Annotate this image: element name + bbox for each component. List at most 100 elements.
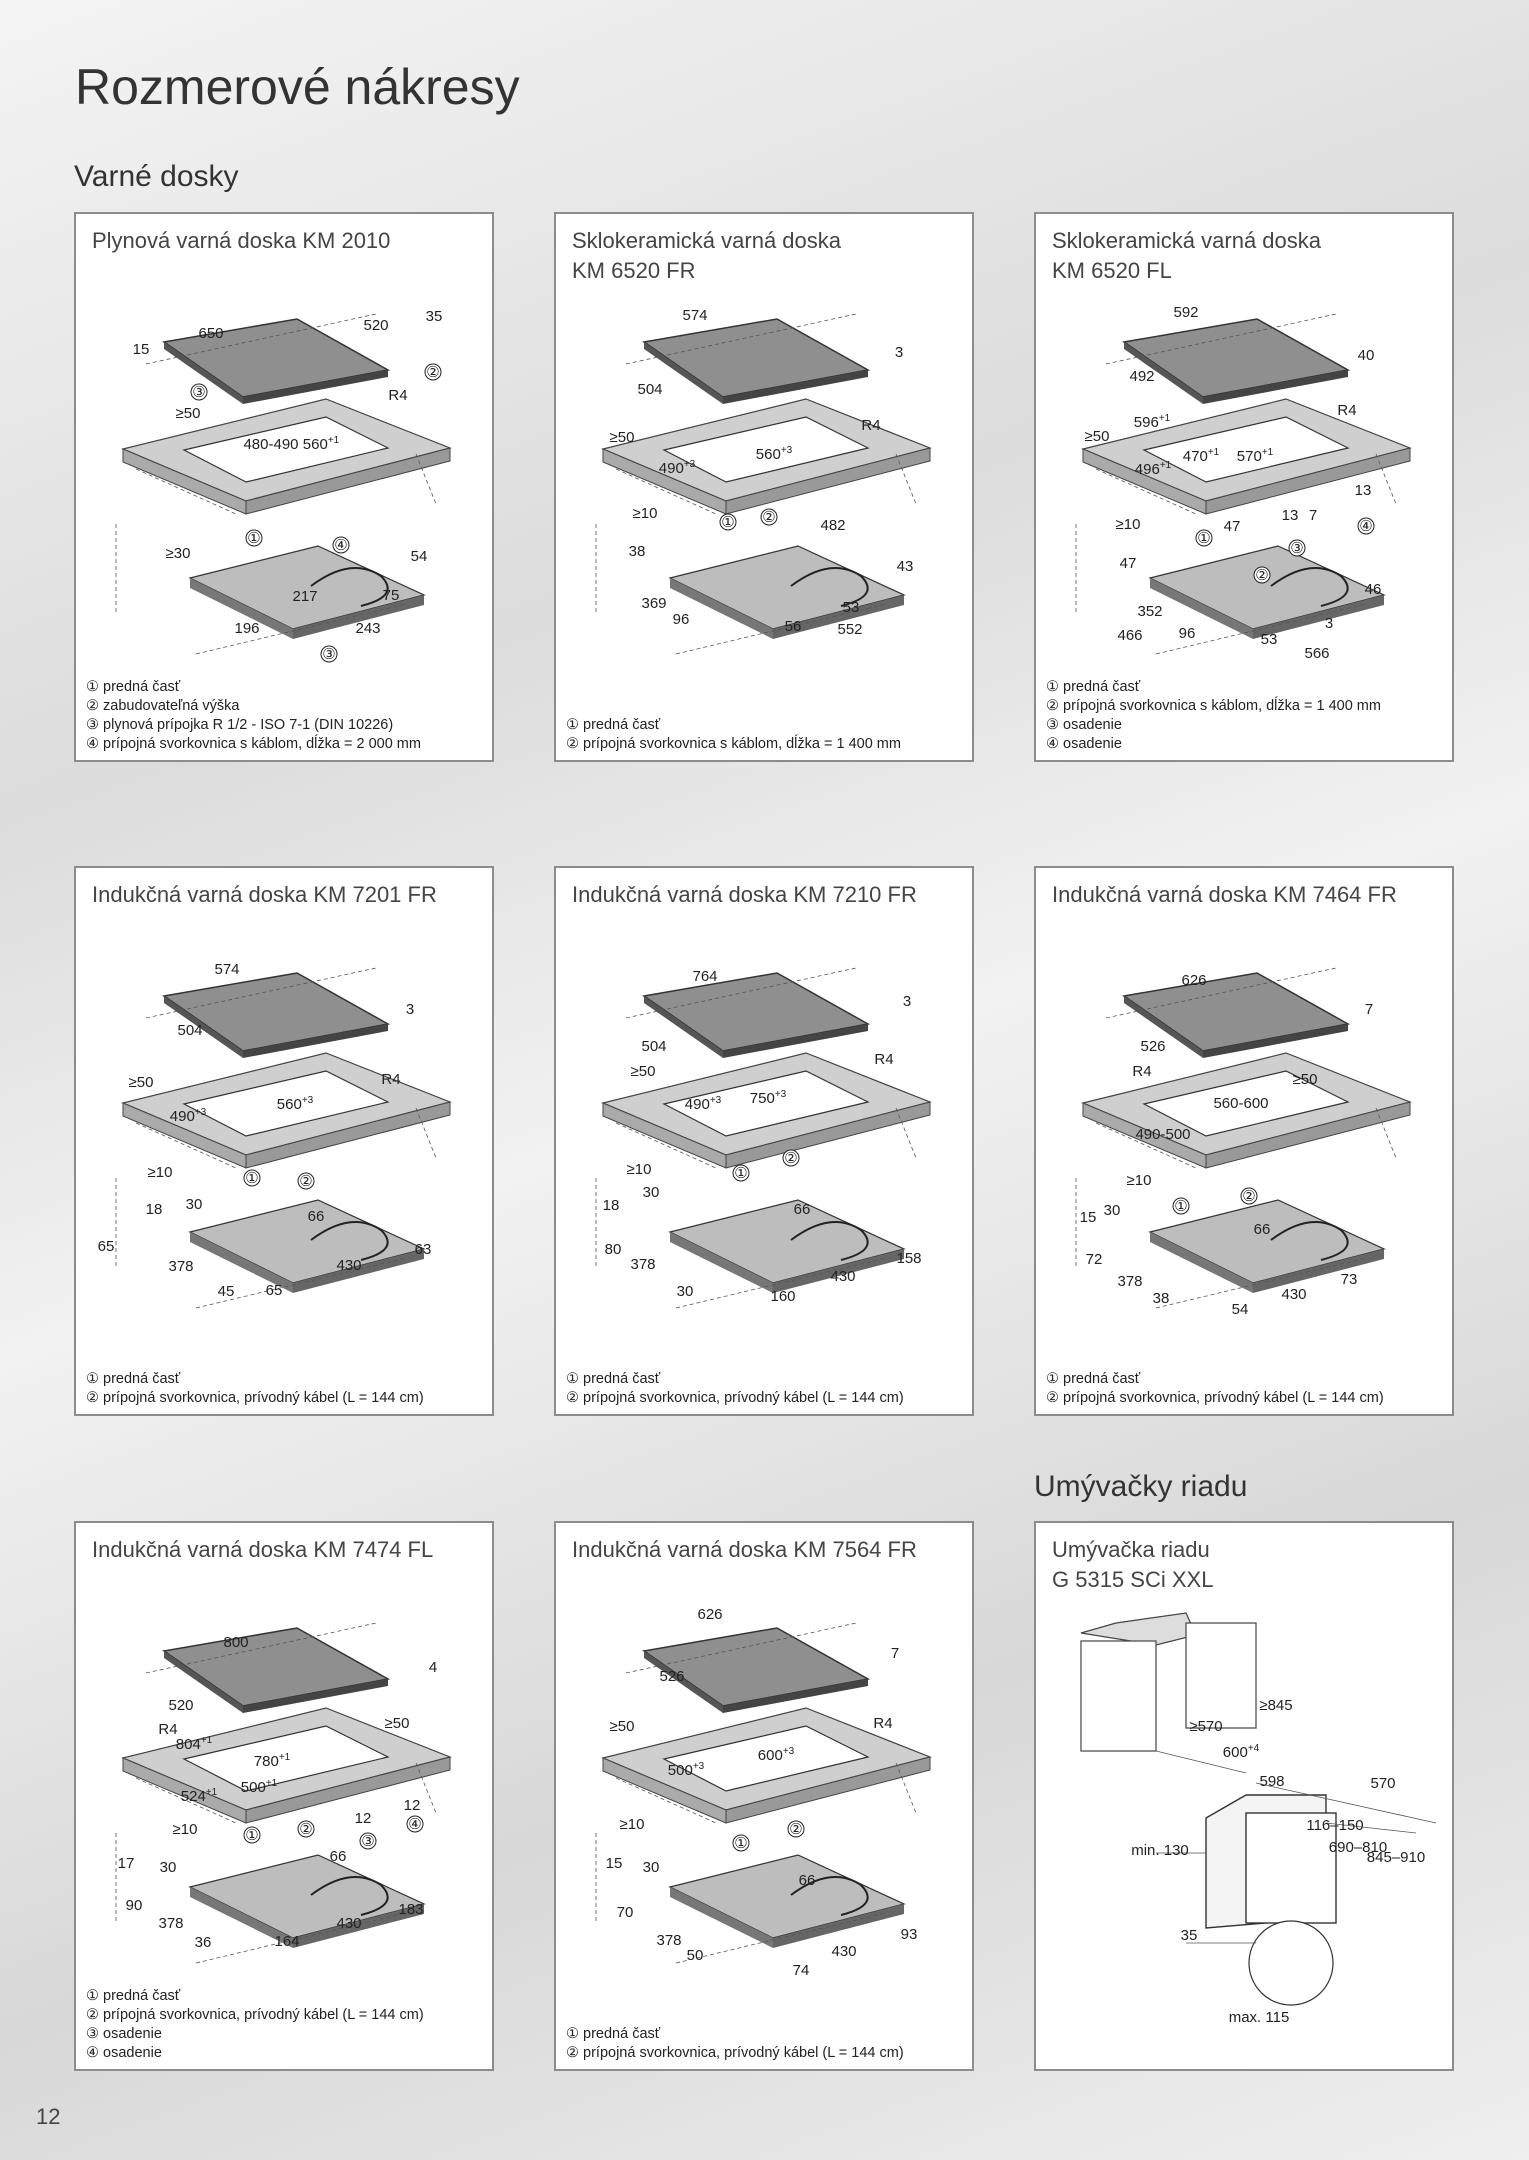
worktop-cutout (1142, 1070, 1350, 1137)
dimension-label: 73 (1341, 1271, 1358, 1288)
cable (1270, 1221, 1349, 1261)
dimension-label: 626 (697, 1606, 722, 1623)
dimension-label: ≥50 (129, 1074, 154, 1091)
dimension-label: 30 (643, 1859, 660, 1876)
dimension-label: 80 (605, 1241, 622, 1258)
dimension-label: 430 (336, 1257, 361, 1274)
hob-top-edge (164, 1651, 243, 1713)
callout-number: ② (1255, 567, 1268, 584)
hob-bottom-edge (670, 1887, 773, 1948)
legend-item: ① predná časť (1046, 1371, 1141, 1387)
dimension-label: 4 (429, 1659, 437, 1676)
hob-top-edge (723, 1679, 868, 1713)
section-title-dishwashers: Umývačky riadu (1034, 1470, 1248, 1503)
panel-title: Indukčná varná doska KM 7564 FR (572, 1535, 917, 1565)
dimension-label: 116–150 (1306, 1817, 1363, 1834)
dimension-label: 196 (234, 620, 259, 637)
dimension-label: 45 (218, 1283, 235, 1300)
hob-drawing (115, 1622, 452, 1964)
callout-circle (243, 1169, 261, 1187)
hob-bottom-edge (190, 1232, 293, 1293)
dimension-label: 369 (641, 595, 666, 612)
callout-circle (359, 1832, 377, 1850)
dimension-label: ≥50 (610, 1718, 635, 1735)
worktop-cutout (662, 1070, 870, 1137)
section-title-hobs: Varné dosky (74, 160, 239, 193)
dimension-line (615, 468, 717, 515)
dimension-label: 30 (160, 1859, 177, 1876)
dimension-label: 50 (687, 1947, 704, 1964)
dimension-line (675, 603, 887, 655)
dimension-line (415, 1762, 437, 1814)
dimension-line (145, 1622, 377, 1674)
dimension-label: 13 (1282, 507, 1299, 524)
dimension-label: 490-500 (1135, 1126, 1190, 1143)
dimension-label: 75 (383, 587, 400, 604)
dimension-label: 600+4 (1223, 1743, 1260, 1761)
dimension-line (135, 1122, 237, 1169)
dimension-label: 30 (677, 1283, 694, 1300)
dimension-label: R4 (158, 1721, 177, 1738)
callout-number: ④ (334, 537, 347, 554)
dimension-label: 12 (355, 1810, 372, 1827)
dimension-label: 47 (1120, 555, 1137, 572)
dimension-label: 43 (897, 558, 914, 575)
callout-number: ① (245, 1827, 258, 1844)
hob-bottom-edge (1253, 595, 1384, 639)
dimension-label: 352 (1137, 603, 1162, 620)
panel-title: Plynová varná doska KM 2010 (92, 226, 390, 256)
callout-number: ① (245, 1170, 258, 1187)
panel-title-line: KM 6520 FR (572, 258, 696, 283)
panel-title: Indukčná varná doska KM 7474 FL (92, 1535, 433, 1565)
legend-item: ④ prípojná svorkovnica s káblom, dĺžka =… (86, 736, 421, 752)
callout-number: ④ (1359, 518, 1372, 535)
dimension-label: 47 (1224, 518, 1241, 535)
dimension-label: ≥50 (1293, 1071, 1318, 1088)
cabinet-left (1080, 1640, 1157, 1752)
worktop-cutout (1142, 416, 1350, 483)
dimension-line (1105, 967, 1337, 1019)
hob-bottom-unit (188, 1854, 426, 1939)
dimension-label: 574 (214, 961, 239, 978)
dimension-label: 158 (896, 1250, 921, 1267)
callout-number: ② (299, 1821, 312, 1838)
dimension-label: 36 (195, 1934, 212, 1951)
callout-circle (297, 1172, 315, 1190)
dimension-line (195, 603, 407, 655)
worktop-edge (1205, 1101, 1411, 1169)
worktop-edge (725, 447, 931, 515)
dimension-label: 574 (682, 307, 707, 324)
dimension-label: 430 (336, 1915, 361, 1932)
hob-top-edge (164, 342, 243, 404)
cabinet-right (1185, 1622, 1257, 1729)
dimension-line (895, 453, 917, 505)
dimension-label: 430 (831, 1943, 856, 1960)
dimension-label: 53 (1261, 631, 1278, 648)
legend-item: ① predná časť (86, 1988, 181, 2004)
dimension-label: 243 (355, 620, 380, 637)
hob-bottom-edge (670, 578, 773, 639)
callout-circle (1357, 517, 1375, 535)
hob-bottom-unit (1148, 545, 1386, 630)
dimension-label: 217 (292, 588, 317, 605)
panel-title: Indukčná varná doska KM 7201 FR (92, 880, 437, 910)
legend-item: ④ osadenie (86, 2045, 162, 2061)
legend-item: ④ osadenie (1046, 736, 1122, 752)
hob-bottom-edge (773, 1904, 904, 1948)
dimension-label: 430 (1281, 1286, 1306, 1303)
dimension-label: 626 (1181, 972, 1206, 989)
dimension-label: 35 (426, 308, 443, 325)
dimension-label: 38 (1153, 1290, 1170, 1307)
dimension-label: 566 (1304, 645, 1329, 662)
worktop-edge (725, 1756, 931, 1824)
dimension-label: 74 (793, 1962, 810, 1979)
dimension-label: 65 (98, 1238, 115, 1255)
dimension-label: 378 (656, 1932, 681, 1949)
legend-item: ② prípojná svorkovnica, prívodný kábel (… (566, 1390, 904, 1406)
callout-circle (1253, 566, 1271, 584)
dimension-line (145, 967, 377, 1019)
